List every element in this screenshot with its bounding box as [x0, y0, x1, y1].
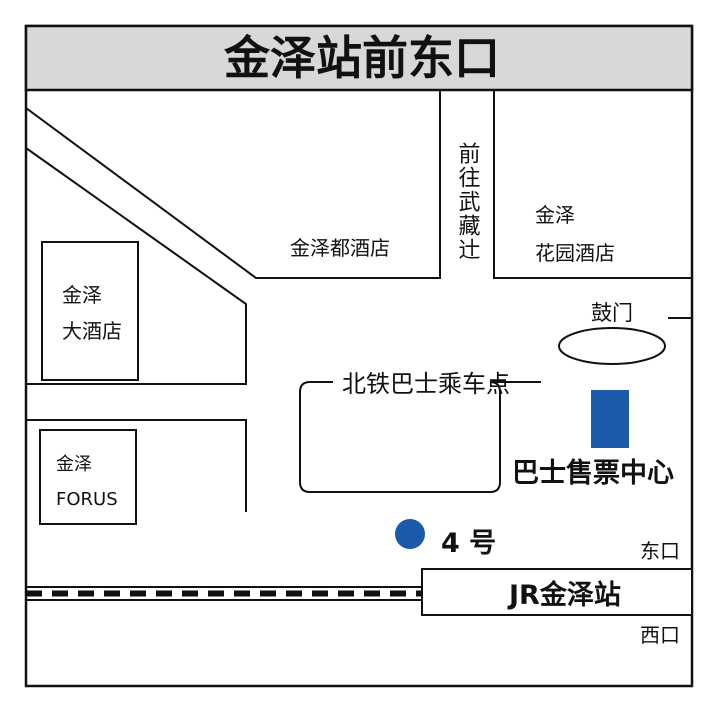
label-road-north: 前往武藏辻: [455, 142, 481, 262]
gumen-gate-oval: [558, 327, 666, 365]
road-edge-left-lower: [26, 419, 247, 512]
label-hanayuen-line1: 金泽: [535, 203, 575, 227]
label-bus-stop: 北铁巴士乘车点: [342, 370, 510, 398]
label-forus-line1: 金泽: [56, 454, 92, 475]
title-bar: [24, 24, 694, 92]
map-title: 金泽站前东口: [223, 31, 500, 85]
label-east-exit: 东口: [640, 539, 680, 563]
label-jinze-doujiudian: 金泽都酒店: [290, 236, 390, 260]
bus-stop-loop: [299, 381, 541, 493]
roads: [25, 90, 692, 512]
label-daijiudian-line1: 金泽: [62, 283, 102, 307]
railway-track: [26, 586, 422, 601]
ticket-center-marker: [591, 390, 629, 448]
label-gumen: 鼓门: [591, 301, 633, 325]
road-edge-top-right: [493, 90, 692, 279]
building-kanazawa-forus: [39, 429, 137, 525]
label-daijiudian-line2: 大酒店: [62, 319, 122, 343]
label-forus-line2: FORUS: [56, 489, 118, 510]
label-hanayuen-line2: 花园酒店: [535, 241, 615, 265]
label-ticket-center: 巴士售票中心: [512, 457, 674, 489]
road-edge-diagonal-upper: [25, 90, 441, 279]
label-jr-station: JR金泽站: [507, 579, 621, 611]
road-edge-diagonal-lower: [25, 147, 247, 385]
jr-station-building: [421, 568, 693, 616]
bus-stop-4-marker: [395, 519, 425, 549]
label-west-exit: 西口: [640, 623, 680, 647]
building-kanazawa-daijiudian: [41, 241, 139, 381]
label-stop-number: 4 号: [441, 528, 496, 559]
